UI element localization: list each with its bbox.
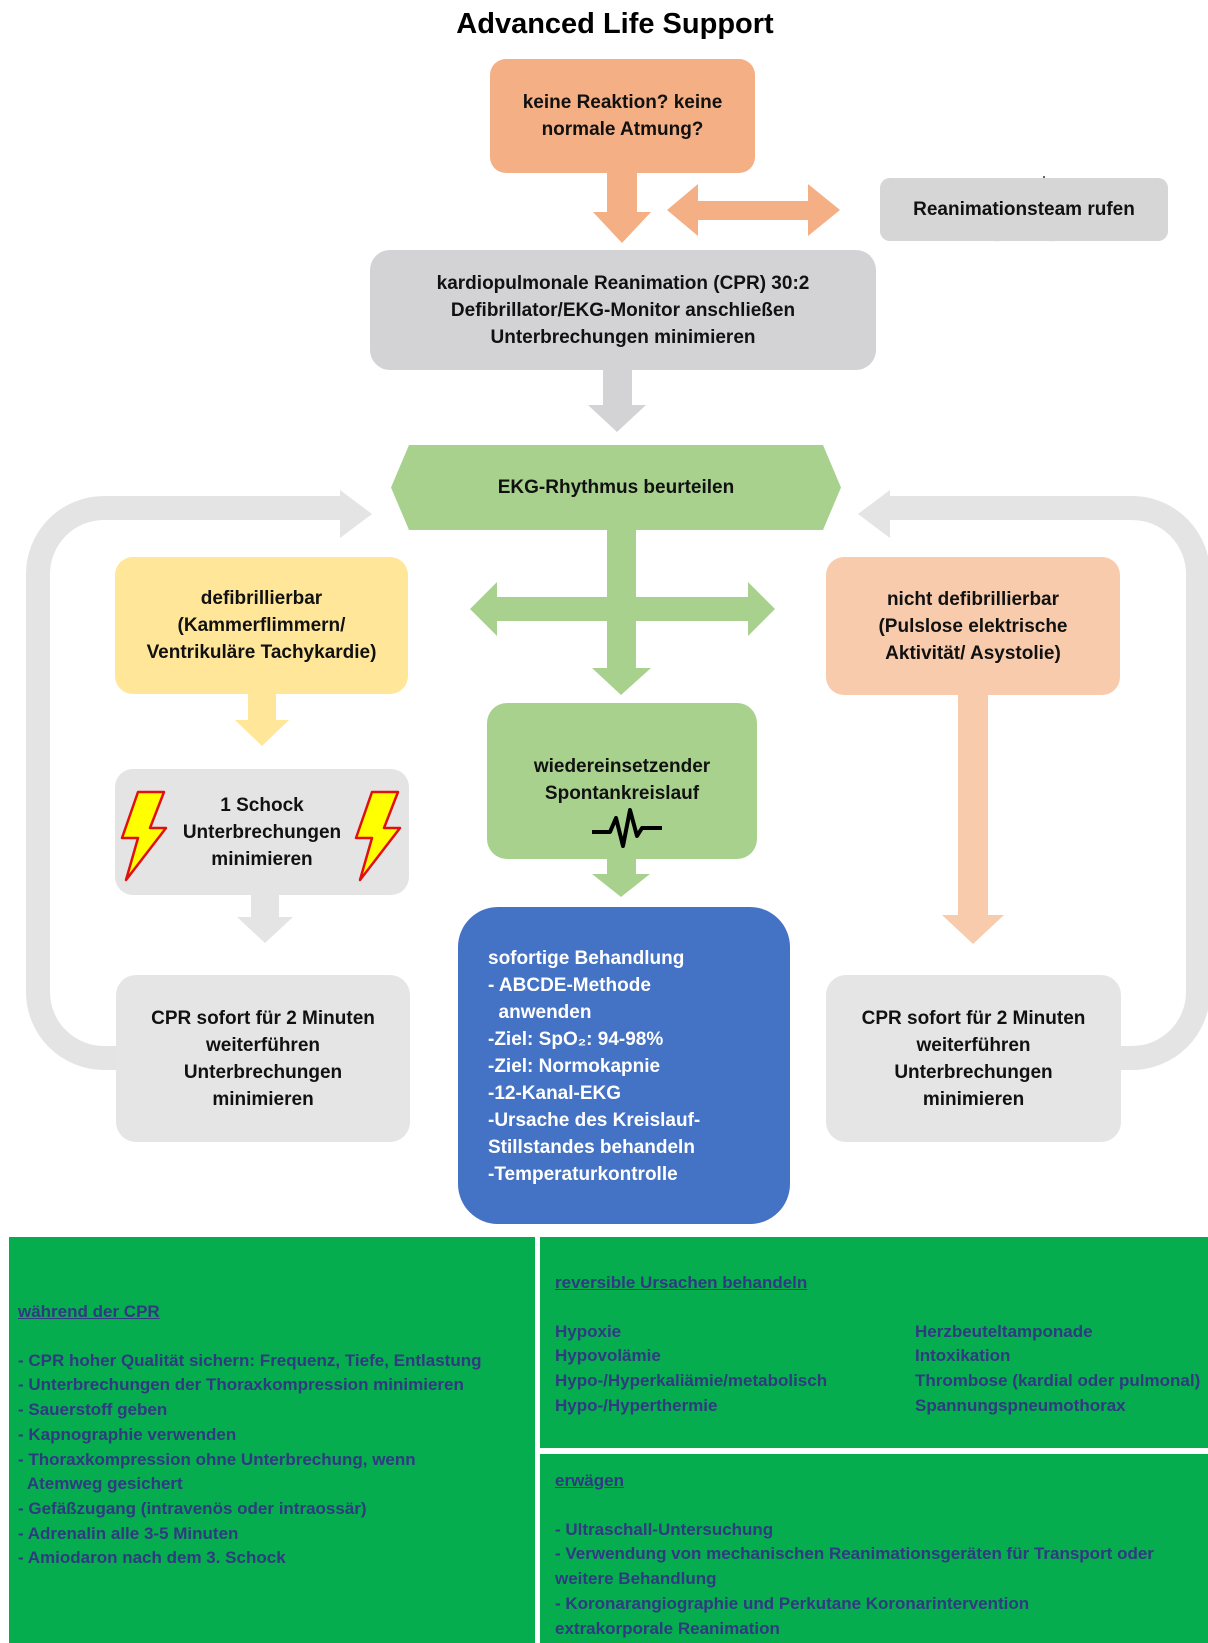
cpr-left-line: CPR sofort für 2 Minuten bbox=[151, 1007, 375, 1029]
start-line-1: keine Reaktion? keine bbox=[522, 92, 723, 113]
loop-arrow-right bbox=[890, 496, 1208, 1070]
cpr-line: Unterbrechungen minimieren bbox=[490, 326, 756, 348]
reversible-cause: Spannungspneumothorax bbox=[915, 1395, 1126, 1415]
arrow-ekg-down bbox=[592, 668, 651, 695]
shockable-line: defibrillierbar bbox=[200, 588, 323, 609]
shock-line: Unterbrechungen bbox=[182, 821, 342, 843]
lightning-icon bbox=[120, 790, 168, 882]
reversible-col-1: Hypoxie Hypovolämie Hypo-/Hyperkaliämie/… bbox=[555, 1320, 1208, 1419]
reversible-causes-panel: reversible Ursachen behandeln Hypoxie Hy… bbox=[540, 1237, 1208, 1448]
arrow-rosc-down bbox=[592, 859, 650, 897]
call-team-label: Reanimationsteam rufen bbox=[913, 199, 1135, 220]
start-line-2: normale Atmung? bbox=[541, 119, 704, 140]
loop-arrow-left bbox=[26, 496, 340, 1070]
non-shockable-line: nicht defibrillierbar bbox=[886, 588, 1060, 610]
post-rosc-line: -Temperaturkontrolle bbox=[488, 1164, 678, 1185]
arrow-ekg-horizontal bbox=[470, 582, 775, 636]
during-cpr-heading: während der CPR bbox=[18, 1302, 160, 1321]
arrow-start-down bbox=[593, 173, 651, 243]
non-shockable-box: nicht defibrillierbar (Pulslose elektris… bbox=[826, 557, 1120, 695]
reversible-col-2: Herzbeuteltamponade Intoxikation Thrombo… bbox=[915, 1320, 1200, 1419]
page-title: Advanced Life Support bbox=[456, 8, 774, 40]
consider-item: - Koronarangiographie und Perkutane Koro… bbox=[555, 1593, 1030, 1613]
rosc-line: wiedereinsetzender bbox=[533, 756, 711, 777]
consider-item: extrakorporale Reanimation bbox=[555, 1618, 780, 1638]
reversible-cause: Hypo-/Hyperthermie bbox=[555, 1395, 718, 1415]
lightning-icon bbox=[354, 790, 402, 882]
post-rosc-line: -Ziel: SpO₂: 94-98% bbox=[488, 1029, 664, 1050]
loop-arrowhead-left bbox=[340, 490, 372, 538]
during-cpr-item: - Adrenalin alle 3-5 Minuten bbox=[18, 1523, 239, 1543]
reversible-cause: Intoxikation bbox=[915, 1346, 1011, 1366]
cpr-left-line: Unterbrechungen bbox=[183, 1061, 343, 1083]
shockable-line: Ventrikuläre Tachykardie) bbox=[146, 642, 377, 663]
start-box: keine Reaktion? keine normale Atmung? bbox=[490, 59, 755, 173]
cpr-right-line: CPR sofort für 2 Minuten bbox=[861, 1007, 1086, 1029]
cpr-continue-left-box: CPR sofort für 2 Minuten weiterführen Un… bbox=[116, 975, 410, 1142]
post-rosc-line: sofortige Behandlung bbox=[488, 948, 685, 969]
arrow-nonshock-down bbox=[942, 695, 1004, 944]
post-rosc-line: -12-Kanal-EKG bbox=[488, 1083, 622, 1104]
consider-heading: erwägen bbox=[555, 1471, 624, 1490]
rosc-line: Spontankreislauf bbox=[544, 783, 700, 804]
during-cpr-item: - Unterbrechungen der Thoraxkompression … bbox=[18, 1375, 464, 1395]
cpr-right-line: weiterführen bbox=[916, 1034, 1031, 1056]
during-cpr-item: - Kapnographie verwenden bbox=[18, 1424, 237, 1444]
consider-item: - Ultraschall-Untersuchung bbox=[555, 1519, 774, 1539]
during-cpr-item: - Sauerstoff geben bbox=[18, 1400, 168, 1420]
during-cpr-item: Atemweg gesichert bbox=[18, 1474, 183, 1494]
post-rosc-line: -Ursache des Kreislauf- bbox=[488, 1110, 701, 1131]
post-rosc-box: sofortige Behandlung - ABCDE-Methode anw… bbox=[458, 907, 790, 1224]
cpr-line: Defibrillator/EKG-Monitor anschließen bbox=[450, 299, 796, 321]
post-rosc-line: anwenden bbox=[488, 1002, 592, 1023]
cpr-right-line: minimieren bbox=[922, 1088, 1025, 1110]
during-cpr-item: - Amiodaron nach dem 3. Schock bbox=[18, 1548, 286, 1568]
cpr-box: kardiopulmonale Reanimation (CPR) 30:2 D… bbox=[370, 250, 876, 370]
shock-line: 1 Schock bbox=[220, 794, 304, 816]
cpr-continue-right-box: CPR sofort für 2 Minuten weiterführen Un… bbox=[826, 975, 1121, 1142]
arrow-shock-down bbox=[237, 895, 293, 943]
during-cpr-panel: während der CPR - CPR hoher Qualität sic… bbox=[9, 1237, 535, 1643]
shockable-box: defibrillierbar (Kammerflimmern/ Ventrik… bbox=[115, 557, 408, 694]
reversible-cause: Thrombose (kardial oder pulmonal) bbox=[915, 1371, 1201, 1391]
during-cpr-item: - CPR hoher Qualität sichern: Frequenz, … bbox=[18, 1350, 482, 1370]
reversible-cause: Hypoxie bbox=[555, 1321, 622, 1341]
arrow-cpr-down bbox=[588, 370, 646, 432]
ekg-rhythm-box: EKG-Rhythmus beurteilen bbox=[391, 445, 841, 530]
consider-item: - Verwendung von mechanischen Reanimatio… bbox=[555, 1544, 1154, 1589]
post-rosc-line: - ABCDE-Methode bbox=[488, 975, 651, 996]
post-rosc-line: Stillstandes behandeln bbox=[488, 1137, 695, 1158]
call-team-box: Reanimationsteam rufen bbox=[880, 178, 1168, 241]
cpr-line: kardiopulmonale Reanimation (CPR) 30:2 bbox=[436, 272, 810, 294]
post-rosc-line: -Ziel: Normokapnie bbox=[488, 1056, 661, 1077]
cpr-left-line: weiterführen bbox=[205, 1034, 321, 1056]
reversible-heading: reversible Ursachen behandeln bbox=[555, 1273, 808, 1292]
cpr-right-line: Unterbrechungen bbox=[894, 1061, 1053, 1083]
non-shockable-line: Aktivität/ Asystolie) bbox=[885, 642, 1061, 664]
arrow-shockable-down bbox=[235, 694, 289, 746]
non-shockable-line: (Pulslose elektrische bbox=[878, 615, 1068, 637]
shockable-line: (Kammerflimmern/ bbox=[177, 615, 346, 636]
consider-panel: erwägen - Ultraschall-Untersuchung - Ver… bbox=[540, 1454, 1208, 1643]
ekg-label: EKG-Rhythmus beurteilen bbox=[497, 477, 735, 498]
ekg-wave-icon bbox=[592, 808, 662, 848]
rosc-box: wiedereinsetzender Spontankreislauf bbox=[487, 703, 757, 859]
shock-line: minimieren bbox=[211, 848, 313, 870]
reversible-cause: Hypo-/Hyperkaliämie/metabolisch bbox=[555, 1371, 828, 1391]
during-cpr-item: - Thoraxkompression ohne Unterbrechung, … bbox=[18, 1449, 416, 1469]
reversible-cause: Hypovolämie bbox=[555, 1346, 661, 1366]
reversible-cause: Herzbeuteltamponade bbox=[915, 1321, 1093, 1341]
loop-arrowhead-right bbox=[858, 490, 890, 538]
during-cpr-item: - Gefäßzugang (intravenös oder intraossä… bbox=[18, 1498, 367, 1518]
cpr-left-line: minimieren bbox=[212, 1088, 314, 1110]
arrow-call-double bbox=[667, 184, 840, 236]
